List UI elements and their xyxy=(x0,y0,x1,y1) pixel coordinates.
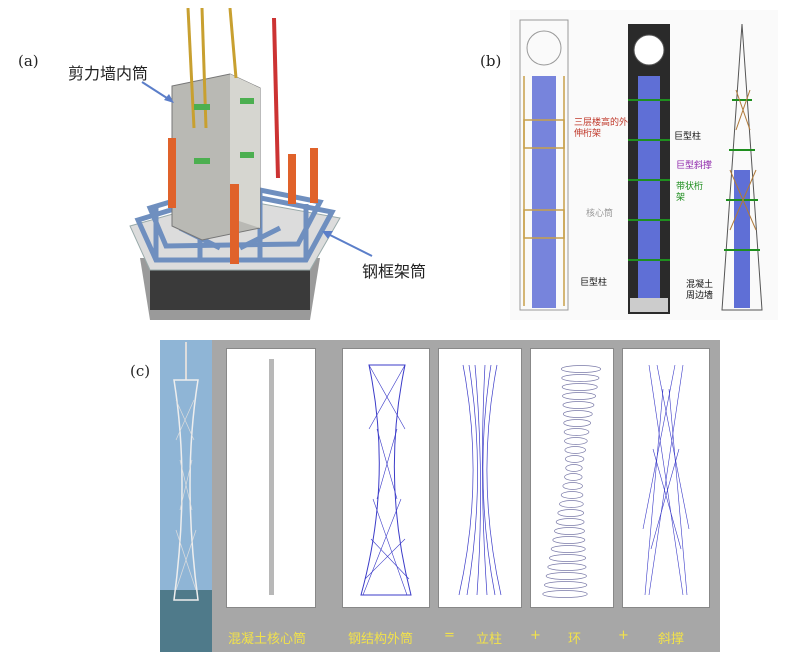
caption-rings: 环 xyxy=(568,632,582,647)
outer-steel-shape xyxy=(360,364,412,596)
ring xyxy=(562,482,583,490)
ring xyxy=(564,446,586,454)
ring xyxy=(562,401,595,409)
decomposition-panel: 混凝土核心筒 钢结构外筒 = 立柱 + 环 + 斜撑 xyxy=(212,340,720,652)
mega-brace-label: 巨型斜撑 xyxy=(676,161,713,171)
panel-label-b: (b) xyxy=(480,52,502,70)
ring xyxy=(564,473,583,481)
ring xyxy=(561,374,600,382)
structural-elevations xyxy=(519,19,763,314)
core-label: 核心筒 xyxy=(586,209,614,219)
ring xyxy=(545,572,587,580)
ring xyxy=(547,563,587,571)
braces-shape xyxy=(642,364,690,596)
ring xyxy=(563,419,591,427)
outer-frame-label: 钢框架筒 xyxy=(362,262,427,281)
columns-shape xyxy=(458,364,502,596)
ring xyxy=(552,536,586,544)
caption-columns: 立柱 xyxy=(476,632,503,647)
ring xyxy=(563,428,590,436)
outer-frame-arrow xyxy=(322,231,373,257)
ring xyxy=(544,581,588,589)
ring xyxy=(550,545,586,553)
construction-illustration xyxy=(110,7,350,320)
core-tube-shape xyxy=(269,359,274,595)
ring xyxy=(557,509,585,517)
caption-plus-2: + xyxy=(618,628,629,643)
belt-truss-label: 带状桁架 xyxy=(676,182,704,203)
ring xyxy=(549,554,587,562)
caption-core: 混凝土核心筒 xyxy=(228,632,307,647)
tower-photo xyxy=(160,340,212,652)
tower-photo-drawing xyxy=(160,342,212,652)
caption-outer-steel: 钢结构外筒 xyxy=(348,632,414,647)
columns-box xyxy=(438,348,522,608)
core-tube-box xyxy=(226,348,316,608)
caption-equals: = xyxy=(444,628,455,643)
ring xyxy=(560,365,602,373)
outrigger-label: 三层楼高的外伸桁架 xyxy=(574,118,629,139)
ring xyxy=(561,383,598,391)
panel-label-c: (c) xyxy=(130,362,151,380)
braces-box xyxy=(622,348,710,608)
structural-drawings: 三层楼高的外伸桁架 核心筒 巨型柱 巨型柱 巨型斜撑 带状桁架 混凝土周边墙 xyxy=(510,10,778,320)
panel-label-a: (a) xyxy=(18,52,39,70)
ring xyxy=(562,410,593,418)
inner-core-arrow xyxy=(141,81,174,103)
construction-drawing xyxy=(129,7,341,320)
mega-column-label-2: 巨型柱 xyxy=(674,132,702,142)
outer-steel-box xyxy=(342,348,430,608)
caption-braces: 斜撑 xyxy=(658,632,685,647)
caption-plus-1: + xyxy=(530,628,541,643)
ring xyxy=(554,527,585,535)
mega-column-label-1: 巨型柱 xyxy=(580,278,608,288)
ring xyxy=(564,437,588,445)
rings-shape xyxy=(542,365,602,598)
ring xyxy=(555,518,585,526)
inner-core-label: 剪力墙内筒 xyxy=(68,64,149,83)
perimeter-wall-label: 混凝土周边墙 xyxy=(686,280,714,301)
rings-box xyxy=(530,348,614,608)
ring xyxy=(564,455,585,463)
ring xyxy=(542,590,588,598)
ring xyxy=(559,500,584,508)
ring xyxy=(565,464,583,472)
ring xyxy=(560,491,584,499)
ring xyxy=(562,392,597,400)
